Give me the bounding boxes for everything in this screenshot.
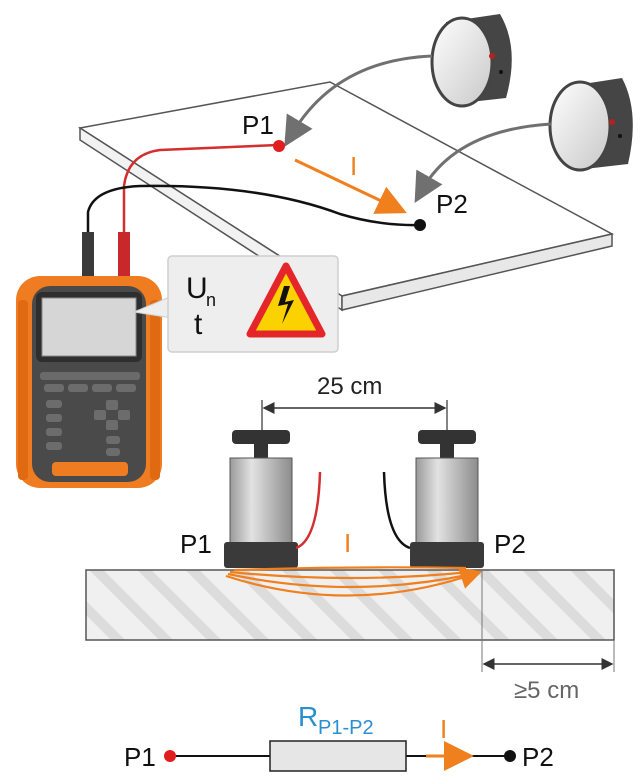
probe-placement-arrow-1 xyxy=(284,54,433,147)
black-test-lead xyxy=(86,184,421,236)
circuit-label-p1: P1 xyxy=(124,742,156,772)
contact-point-p2 xyxy=(414,219,426,231)
callout-voltage-label: U xyxy=(186,272,208,305)
round-probe-1 xyxy=(430,14,512,108)
circuit-current-label: I xyxy=(440,714,447,744)
resistor-label-subscript: P1-P2 xyxy=(318,717,374,739)
measurement-callout: U n t xyxy=(132,255,339,353)
probe-p2-lead xyxy=(382,471,411,550)
slab-label-p1: P1 xyxy=(180,529,212,559)
meter-screen xyxy=(41,297,137,357)
round-probe-2 xyxy=(548,78,633,172)
insulation-meter xyxy=(16,276,162,488)
electrode-probe-p2 xyxy=(410,430,484,568)
contact-point-p1 xyxy=(273,140,285,152)
floor-plate xyxy=(77,81,615,312)
high-voltage-warning-icon xyxy=(246,262,326,338)
callout-time-label: t xyxy=(194,308,203,341)
circuit-node-p1 xyxy=(164,750,176,762)
probe-placement-arrow-2 xyxy=(414,122,552,204)
edge-distance-dimension xyxy=(481,570,615,672)
resistor-label: R xyxy=(298,701,318,732)
electrode-probe-p1 xyxy=(224,430,298,568)
plate-current-arrow xyxy=(294,158,407,214)
plate-label-p1: P1 xyxy=(242,110,274,140)
slab-current-label: I xyxy=(344,528,351,558)
plate-label-p2: P2 xyxy=(436,189,468,219)
spacing-dimension xyxy=(261,400,448,432)
slab-current-paths xyxy=(225,566,483,597)
equivalent-circuit xyxy=(164,740,516,772)
plate-current-label: I xyxy=(350,151,357,181)
callout-voltage-subscript: n xyxy=(206,290,216,310)
edge-distance-label: ≥5 cm xyxy=(514,677,579,704)
spacing-label: 25 cm xyxy=(317,373,382,400)
lead-plugs xyxy=(82,232,130,278)
concrete-slab xyxy=(85,569,615,641)
circuit-node-p2 xyxy=(504,750,516,762)
slab-label-p2: P2 xyxy=(494,529,526,559)
circuit-label-p2: P2 xyxy=(522,742,554,772)
probe-p1-lead xyxy=(295,471,322,550)
resistor-symbol xyxy=(269,740,407,772)
red-test-lead xyxy=(122,143,279,236)
